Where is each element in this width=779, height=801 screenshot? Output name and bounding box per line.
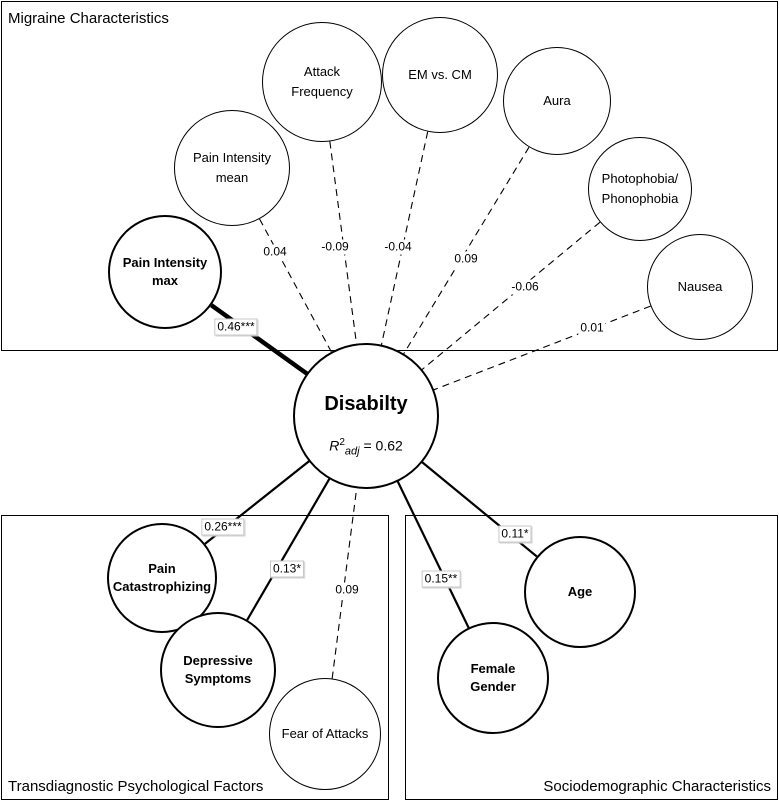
node-label-pain-intensity-max: Pain Intensity max	[122, 255, 208, 288]
node-pain-catastrophizing: Pain Catastrophizing	[107, 523, 217, 633]
node-label-aura: Aura	[543, 93, 571, 108]
group-box-socio: Sociodemographic Characteristics	[405, 515, 778, 800]
coef-label-pain-catastrophizing: 0.26***	[201, 518, 245, 536]
path-pain-intensity-max	[210, 303, 309, 376]
coef-label-depressive-symptoms: 0.13*	[269, 560, 305, 578]
coef-label-nausea: 0.01	[578, 320, 606, 336]
node-pain-intensity-max: Pain Intensity max	[108, 215, 222, 329]
node-label-female-gender: Female Gender	[470, 661, 516, 694]
node-attack-frequency: Attack Frequency	[262, 22, 382, 142]
node-female-gender: Female Gender	[437, 622, 549, 734]
path-aura	[402, 146, 530, 355]
node-label-depressive-symptoms: Depressive Symptoms	[183, 653, 253, 686]
node-fear-of-attacks: Fear of Attacks	[269, 678, 381, 790]
path-nausea	[432, 305, 651, 391]
path-em-vs-cm	[380, 131, 429, 346]
node-nausea: Nausea	[647, 234, 753, 340]
path-photophobia	[421, 221, 601, 371]
path-depressive-symptoms	[246, 477, 331, 621]
outcome-node-disability: Disabilty R2adj = 0.62	[293, 343, 439, 489]
coef-label-fear-of-attacks: 0.09	[333, 582, 361, 598]
node-label-pain-intensity-mean: Pain Intensity mean	[192, 150, 272, 185]
node-label-photophobia: Photophobia/ Phonophobia	[601, 171, 679, 206]
path-female-gender	[396, 480, 470, 629]
node-label-pain-catastrophizing: Pain Catastrophizing	[112, 561, 212, 594]
node-label-em-vs-cm: EM vs. CM	[408, 67, 472, 82]
coef-label-photophobia: -0.06	[509, 279, 541, 295]
node-label-fear-of-attacks: Fear of Attacks	[281, 726, 369, 741]
node-label-age: Age	[567, 584, 593, 599]
group-title-socio: Sociodemographic Characteristics	[543, 778, 771, 795]
node-aura: Aura	[503, 47, 611, 155]
outcome-title: Disabilty	[324, 393, 408, 415]
group-box-psych: Transdiagnostic Psychological Factors	[1, 515, 389, 800]
node-depressive-symptoms: Depressive Symptoms	[160, 612, 276, 728]
coef-label-attack-frequency: -0.09	[319, 239, 351, 255]
coef-label-pain-intensity-max: 0.46***	[214, 318, 258, 336]
node-photophobia: Photophobia/ Phonophobia	[588, 137, 692, 241]
coef-label-age: 0.11*	[498, 525, 532, 543]
coef-label-aura: 0.09	[452, 251, 480, 267]
coef-label-pain-intensity-mean: 0.04	[261, 244, 289, 260]
group-title-migraine: Migraine Characteristics	[8, 10, 169, 27]
node-label-attack-frequency: Attack Frequency	[291, 64, 353, 99]
coef-label-em-vs-cm: -0.04	[382, 239, 414, 255]
outcome-r2: R2adj = 0.62	[329, 437, 403, 458]
node-pain-intensity-mean: Pain Intensity mean	[174, 110, 290, 226]
node-label-nausea: Nausea	[677, 279, 723, 294]
path-pain-intensity-mean	[259, 218, 333, 353]
node-age: Age	[524, 536, 636, 648]
group-title-psych: Transdiagnostic Psychological Factors	[8, 778, 264, 795]
coef-label-female-gender: 0.15**	[421, 570, 461, 588]
node-em-vs-cm: EM vs. CM	[382, 17, 498, 133]
